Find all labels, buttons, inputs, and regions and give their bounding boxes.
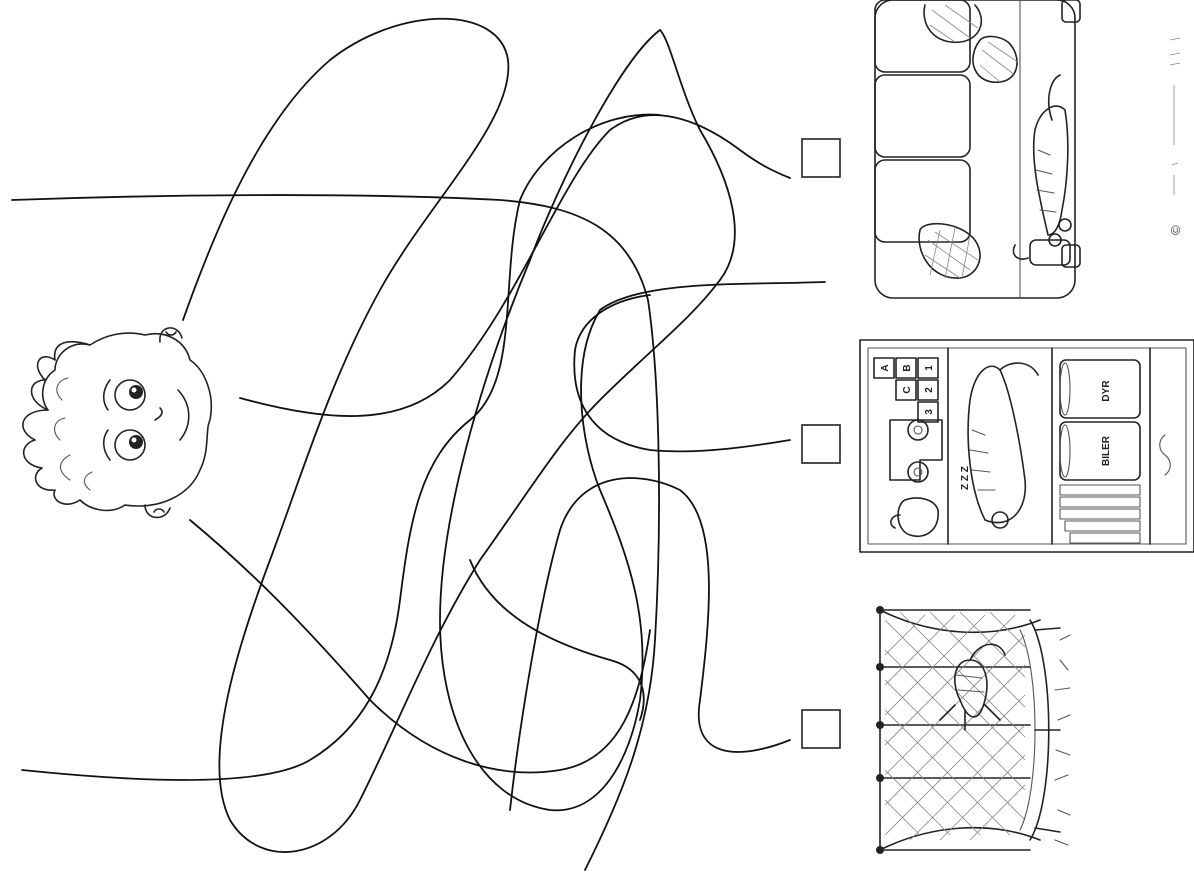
sleeping-dinosaur-icon: Z Z Z — [960, 363, 1038, 528]
answer-box-trampoline[interactable] — [802, 710, 840, 748]
svg-text:A: A — [880, 364, 891, 371]
svg-text:C: C — [902, 386, 913, 393]
trampoline-net — [885, 612, 1025, 840]
boy-face-illustration — [23, 328, 211, 518]
face-outline-icon — [43, 333, 212, 506]
maze-path-5[interactable] — [22, 115, 660, 780]
svg-text:B: B — [902, 364, 913, 371]
maze-path-9[interactable] — [470, 560, 644, 720]
answer-box-shelf[interactable] — [802, 425, 840, 463]
storage-box-biler: BILER — [1060, 422, 1140, 480]
svg-text:Z Z Z: Z Z Z — [960, 466, 971, 490]
svg-text:©: © — [1168, 225, 1183, 235]
svg-text:3: 3 — [924, 409, 935, 415]
letter-blocks: A B C 1 2 3 — [874, 358, 938, 422]
toy-elephant-icon — [891, 498, 938, 536]
svg-text:DYR: DYR — [1101, 380, 1112, 402]
maze-path-4[interactable] — [440, 30, 825, 810]
maze-path-7[interactable] — [574, 295, 790, 451]
maze-path-8[interactable] — [510, 478, 790, 810]
toy-truck-icon — [890, 420, 942, 482]
svg-text:2: 2 — [924, 387, 935, 393]
maze-path-6[interactable] — [190, 520, 650, 772]
storage-box-dyr: DYR — [1060, 360, 1140, 418]
trampoline-scene — [876, 606, 1070, 854]
sofa-scene — [875, 0, 1080, 298]
drawer-ornament-icon — [1160, 435, 1171, 475]
books-icon — [1060, 485, 1140, 543]
copyright-note: © — [1168, 38, 1183, 235]
answer-box-sofa[interactable] — [802, 139, 840, 177]
svg-text:1: 1 — [924, 365, 935, 371]
maze-path-3[interactable] — [240, 115, 790, 416]
toy-shelf-scene: A B C 1 2 3 Z Z Z — [860, 340, 1194, 552]
grass-icon — [1055, 635, 1070, 845]
svg-text:BILER: BILER — [1101, 435, 1112, 466]
